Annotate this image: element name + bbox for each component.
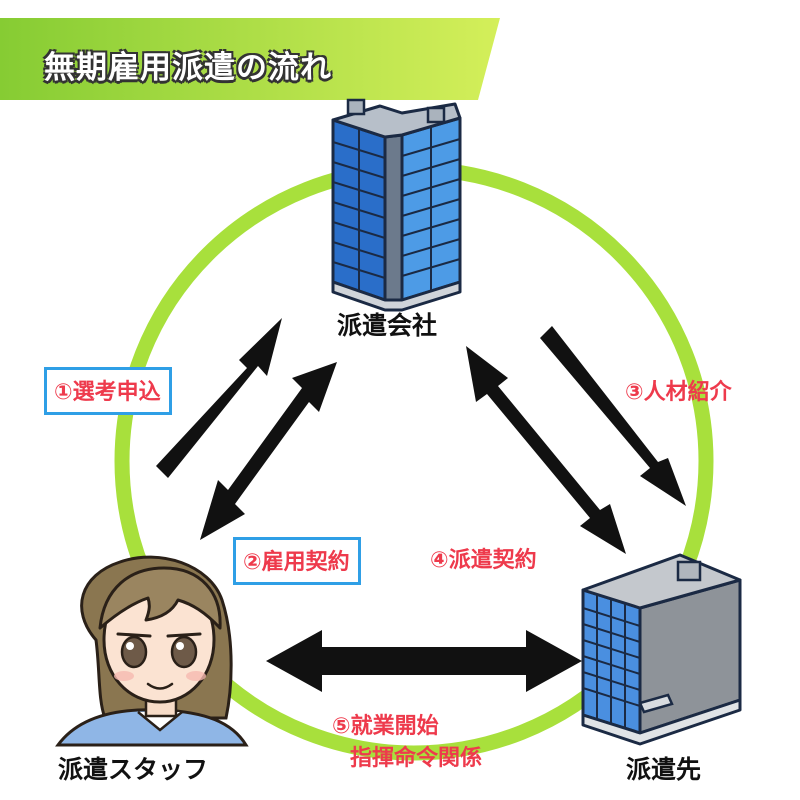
agency-label: 派遣会社: [337, 311, 438, 340]
flow-label-5: ⑤就業開始: [332, 714, 439, 739]
office-tower-icon: [331, 98, 462, 312]
arrow-staff-introduction: [540, 326, 686, 506]
flow-label-5-line2: 指揮命令関係: [350, 746, 483, 771]
staff-label: 派遣スタッフ: [58, 755, 209, 784]
page-title: 無期雇用派遣の流れ: [44, 50, 332, 86]
flow-label-4: ④派遣契約: [430, 548, 537, 573]
title-banner: [0, 18, 500, 100]
client-label: 派遣先: [626, 755, 702, 784]
flow-label-3: ③人材紹介: [625, 380, 732, 405]
arrow-entry-application: [156, 318, 282, 478]
arrow-work-start: [266, 630, 582, 692]
flow-label-2: ②雇用契約: [233, 537, 361, 585]
arrow-employment-contract: [200, 362, 337, 540]
flow-label-1: ①選考申込: [44, 367, 172, 415]
office-building-icon: [581, 553, 742, 746]
arrow-dispatch-contract: [466, 346, 626, 554]
staff-person-icon: [55, 555, 249, 747]
